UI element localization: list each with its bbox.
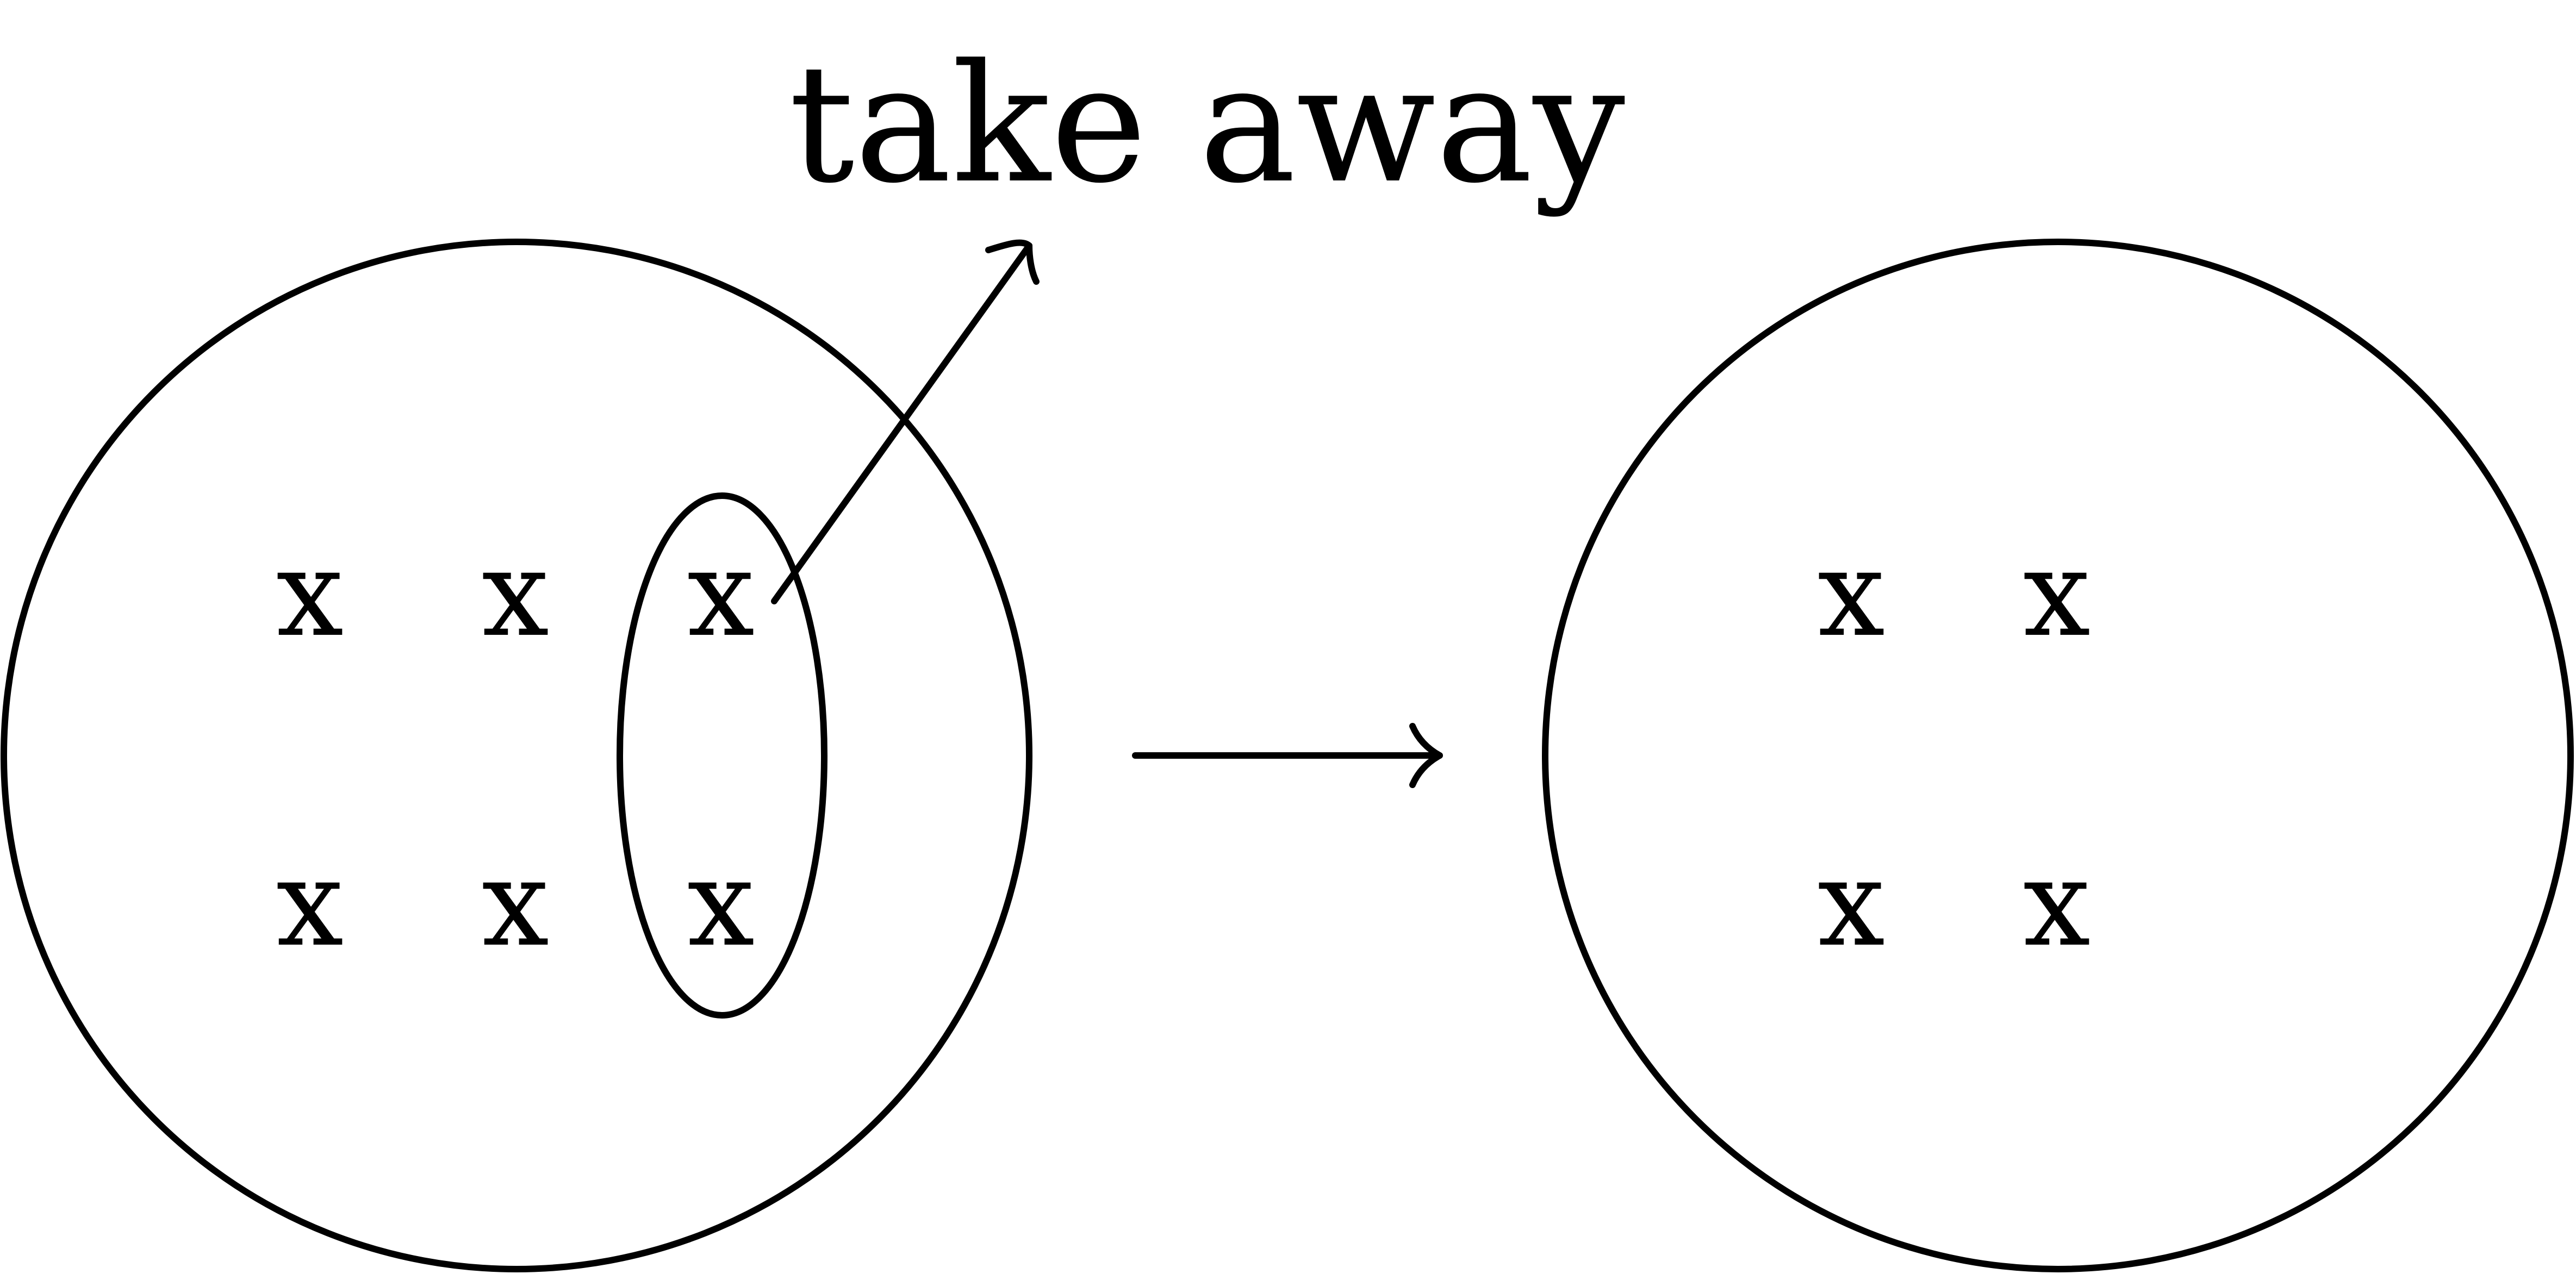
left-element-r1c2: x <box>482 524 549 663</box>
left-element-r1c3: x <box>687 524 755 663</box>
left-element-r1c1: x <box>276 524 344 663</box>
left-element-r2c3: x <box>687 834 755 973</box>
transition-arrowhead <box>1409 723 1443 788</box>
left-element-r2c1: x <box>276 834 344 973</box>
right-element-r2c2: x <box>2023 834 2090 973</box>
take-away-arrowhead <box>985 239 1040 285</box>
removed-column-loop <box>617 492 827 1019</box>
left-set-circle <box>1 239 1032 1272</box>
left-element-r2c2: x <box>482 834 549 973</box>
right-set-circle <box>1542 239 2574 1272</box>
take-away-arrow-shaft <box>771 242 1032 604</box>
right-element-r1c1: x <box>1818 524 1885 663</box>
take-away-label: take away <box>789 29 1625 219</box>
right-element-r2c1: x <box>1818 834 1885 973</box>
right-element-r1c2: x <box>2023 524 2090 663</box>
